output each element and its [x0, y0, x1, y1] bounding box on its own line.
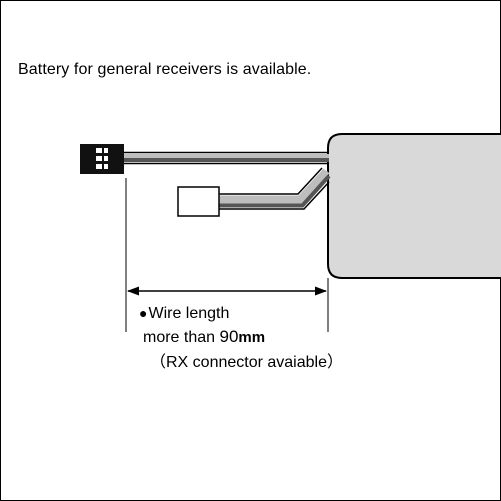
rx-connector-note: （RX connector avaiable）	[150, 354, 343, 371]
receiver-lead	[124, 151, 329, 165]
servo-connector	[80, 144, 124, 174]
wire-length-prefix: more than	[143, 329, 220, 346]
wire-length-number: 90	[219, 327, 239, 346]
charge-lead	[219, 167, 331, 210]
wire-length-unit: mm	[238, 329, 266, 346]
charge-connector	[177, 186, 220, 217]
battery-pack	[327, 133, 501, 279]
dimension-arrow-left	[127, 286, 139, 296]
wire-length-text: Wire length	[148, 305, 230, 322]
wire-length-value: more than 90mm	[143, 328, 265, 346]
wire-length-label: ●Wire length	[139, 306, 229, 322]
bullet-icon: ●	[139, 305, 148, 321]
dimension-arrow-right	[315, 286, 327, 296]
heading: Battery for general receivers is availab…	[18, 61, 312, 78]
